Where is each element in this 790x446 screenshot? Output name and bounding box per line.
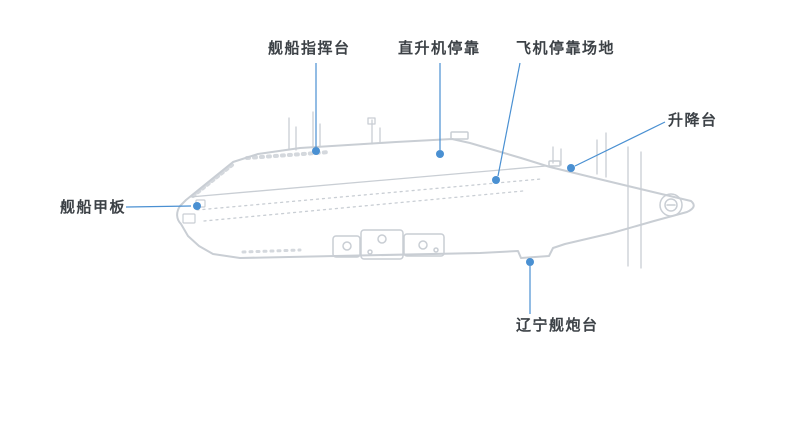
connector-lines [125, 62, 666, 314]
marker-dots [193, 147, 575, 266]
marker-helicopter-pad [436, 150, 444, 158]
label-aircraft-parking: 飞机停靠场地 [516, 40, 616, 57]
bow-emblem [659, 193, 683, 217]
marker-ship-deck [193, 202, 201, 210]
connector-elevator [574, 121, 666, 167]
stern-block-1 [182, 213, 196, 224]
marker-elevator [567, 164, 575, 172]
connector-aircraft-parking [497, 62, 521, 177]
label-command-tower: 舰船指挥台 [268, 40, 351, 57]
label-gun-platform: 辽宁舰炮台 [516, 317, 599, 334]
elevator-bump [548, 160, 561, 167]
island-structure [332, 229, 445, 260]
deck-line-dotted-1 [196, 178, 542, 211]
carrier-ship-illustration [176, 111, 695, 269]
deck-line-solid [189, 165, 547, 198]
bow-rigging-lines [552, 132, 642, 269]
label-ship-deck: 舰船甲板 [60, 199, 127, 216]
label-elevator: 升降台 [668, 112, 718, 129]
marker-command-tower [312, 147, 320, 155]
marker-aircraft-parking [492, 176, 500, 184]
deck-edge-fittings-bottom [241, 248, 302, 254]
label-helicopter-pad: 直升机停靠 [398, 40, 481, 57]
antenna-masts [288, 111, 381, 151]
connector-ship-deck [125, 205, 192, 208]
top-edge-notch [450, 131, 469, 140]
marker-gun-platform [526, 258, 534, 266]
stern-ramp-steps [191, 163, 234, 198]
deck-line-dotted-2 [203, 190, 524, 222]
